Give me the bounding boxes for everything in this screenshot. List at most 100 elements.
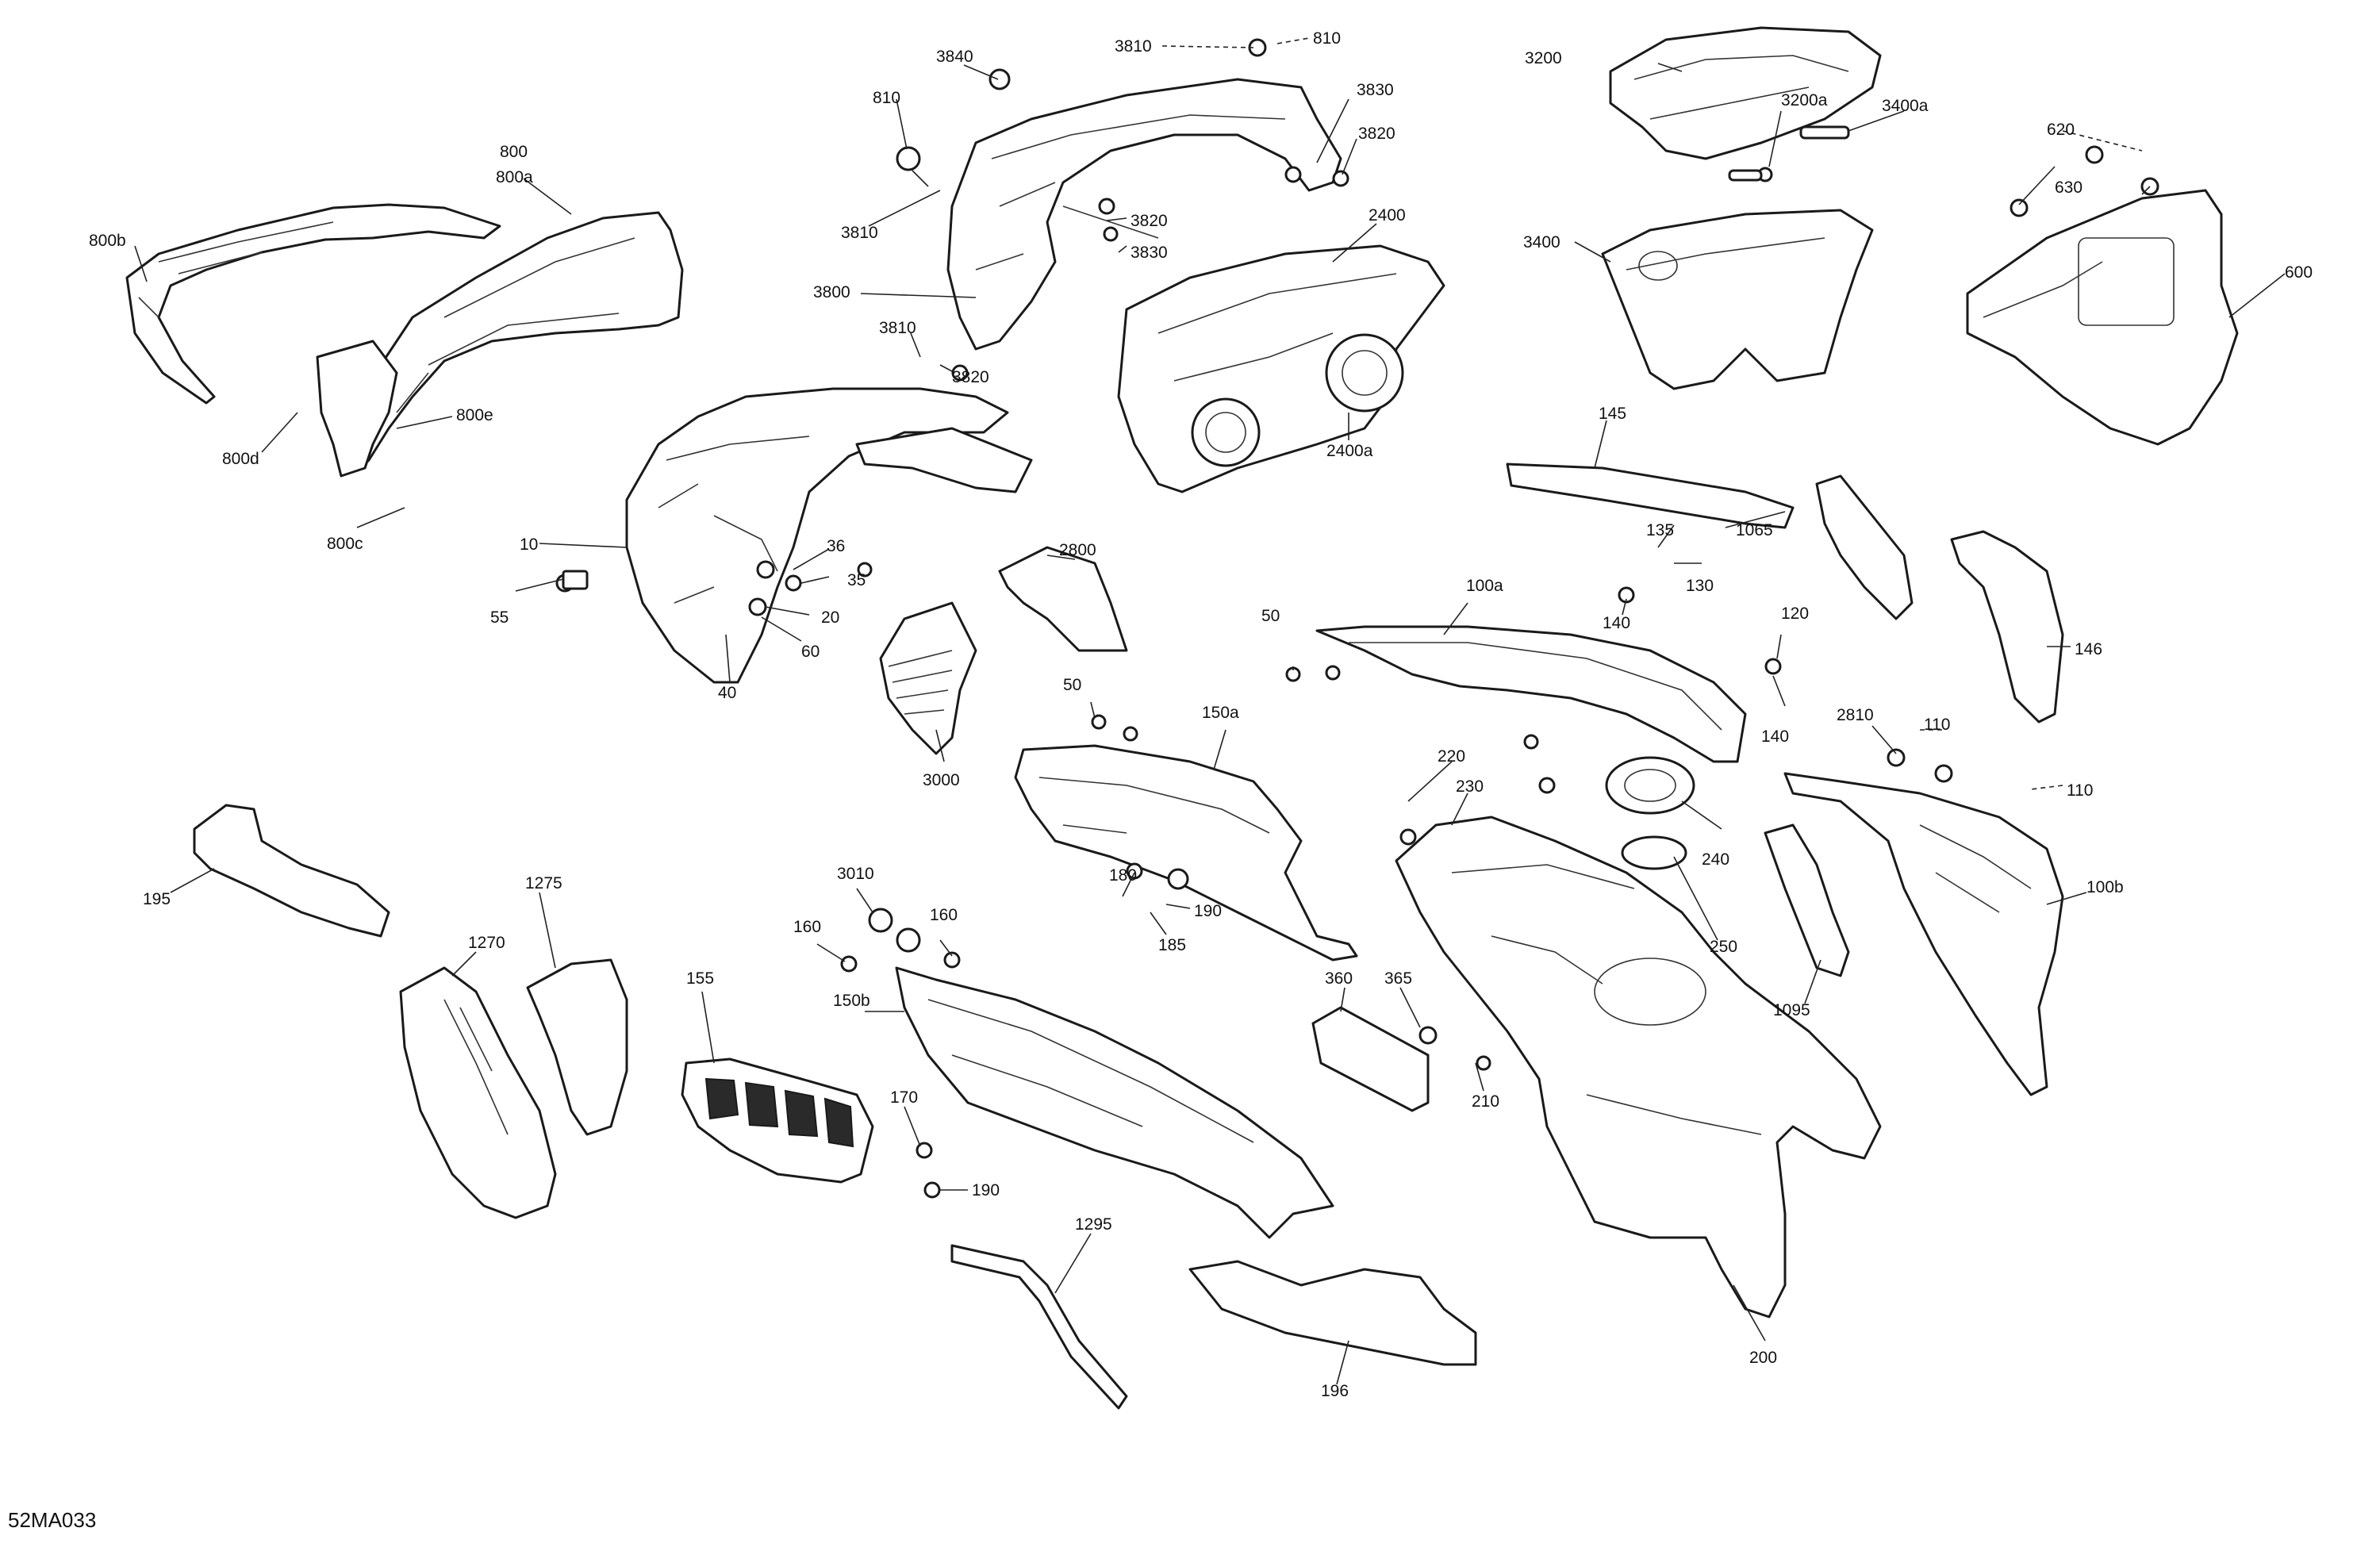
part-200-main-body	[1395, 816, 1882, 1318]
part-196-footrest-pad-lower	[1188, 1260, 1477, 1366]
callout-810-top: 810	[1313, 29, 1341, 48]
part-800-upper-nose-panel	[351, 211, 684, 470]
callout-labels: 800 800a 800b 800d 800e 800c 10 55 36 35…	[89, 29, 2313, 1400]
callout-185: 185	[1158, 936, 1186, 954]
callout-40: 40	[718, 684, 736, 702]
callout-170: 170	[890, 1088, 918, 1107]
callout-2800: 2800	[1059, 541, 1096, 559]
part-3000-grille-panel	[879, 601, 977, 755]
callout-110-top: 110	[1924, 716, 1950, 734]
part-3800-headlight-support	[946, 78, 1342, 351]
callout-210: 210	[1472, 1092, 1499, 1111]
part-2800-deflector-bracket	[998, 546, 1128, 652]
callout-800d: 800d	[222, 450, 259, 468]
callout-155: 155	[686, 969, 714, 988]
callout-55: 55	[490, 608, 509, 627]
callout-36: 36	[827, 537, 845, 555]
part-1065-side-deflector	[1815, 474, 1914, 620]
callout-190-lower: 190	[972, 1181, 1000, 1199]
callout-35: 35	[847, 571, 866, 589]
part-150a-upper-side-panel	[1014, 744, 1358, 961]
callout-3810-left: 3810	[841, 224, 878, 242]
part-800b-nose-trim	[125, 203, 501, 405]
part-195-footrest-pad	[193, 804, 390, 938]
callout-150b: 150b	[833, 992, 870, 1010]
callout-360: 360	[1325, 969, 1353, 988]
part-1270-side-cover	[399, 966, 557, 1219]
callout-110-right: 110	[2067, 781, 2093, 800]
callout-600: 600	[2285, 263, 2313, 282]
callout-3400a: 3400a	[1882, 97, 1929, 115]
callout-1095: 1095	[1773, 1001, 1810, 1019]
part-145-trim-strip	[1506, 463, 1795, 529]
callout-145: 145	[1599, 405, 1626, 423]
part-1095-trim-strip-right	[1764, 823, 1850, 977]
callout-1270: 1270	[468, 934, 505, 952]
part-800-lower-bracket	[316, 340, 398, 478]
callout-140-right: 140	[1761, 727, 1789, 746]
part-3200-storage-lid	[1609, 26, 1882, 160]
callout-800a: 800a	[496, 168, 533, 186]
callout-800: 800	[500, 143, 528, 161]
hardware-fasteners	[555, 38, 2159, 1199]
part-10-front-fascia	[625, 387, 1033, 684]
callout-120: 120	[1781, 605, 1809, 623]
callout-3400: 3400	[1523, 233, 1560, 251]
part-250-o-ring	[1621, 835, 1687, 870]
callout-3200: 3200	[1525, 49, 1562, 67]
part-146-knee-pad	[1950, 530, 2064, 724]
callout-50-mid: 50	[1063, 676, 1081, 694]
callout-3820-lower: 3820	[952, 368, 989, 386]
callout-3200a: 3200a	[1781, 91, 1828, 109]
callout-230: 230	[1456, 777, 1484, 796]
callout-190-upper: 190	[1194, 902, 1222, 920]
callout-3830-top: 3830	[1357, 81, 1394, 99]
part-1275-side-insert	[526, 958, 628, 1136]
callout-3830-mid: 3830	[1130, 244, 1168, 262]
part-240-fuel-cap-ring	[1605, 756, 1695, 815]
callout-800e: 800e	[456, 406, 493, 424]
callout-810-left: 810	[873, 89, 900, 107]
callout-240: 240	[1702, 850, 1729, 869]
callout-60: 60	[801, 643, 820, 661]
drawing-id: 52MA033	[8, 1508, 96, 1532]
callout-220: 220	[1438, 747, 1465, 766]
part-100a-left-side-rail	[1315, 625, 1747, 763]
callout-130: 130	[1686, 577, 1714, 595]
part-600-gauge-console	[1966, 189, 2239, 446]
callout-800b: 800b	[89, 232, 126, 250]
part-360-mount-bracket	[1311, 1006, 1430, 1112]
callout-160-left: 160	[793, 918, 821, 936]
callout-630: 630	[2055, 178, 2082, 197]
callout-10: 10	[520, 535, 538, 554]
part-1295-curved-molding	[950, 1244, 1128, 1410]
callout-2810: 2810	[1837, 706, 1874, 724]
callout-250: 250	[1710, 938, 1737, 956]
callout-800c: 800c	[327, 535, 363, 553]
callout-620: 620	[2047, 121, 2075, 139]
callout-365: 365	[1384, 969, 1412, 988]
part-100b-right-side-panel	[1783, 772, 2064, 1096]
callout-100a: 100a	[1466, 577, 1503, 595]
callout-20: 20	[821, 608, 839, 627]
callout-3810-top: 3810	[1115, 37, 1152, 56]
callout-135: 135	[1646, 521, 1674, 539]
callout-196: 196	[1321, 1382, 1349, 1400]
callout-3810-lower: 3810	[879, 319, 916, 337]
callout-2400: 2400	[1368, 206, 1406, 225]
callout-150a: 150a	[1202, 704, 1239, 722]
callout-100b: 100b	[2086, 878, 2124, 896]
callout-2400a: 2400a	[1326, 442, 1373, 460]
leader-lines	[134, 37, 2286, 1385]
callout-3010: 3010	[837, 865, 874, 883]
callout-180: 180	[1109, 866, 1137, 885]
callout-3820-top: 3820	[1358, 125, 1395, 143]
callout-200: 200	[1749, 1349, 1777, 1367]
callout-1275: 1275	[525, 874, 562, 892]
callout-1065: 1065	[1736, 521, 1773, 539]
part-3400-storage-bin	[1601, 209, 1874, 390]
callout-1295: 1295	[1075, 1215, 1112, 1234]
part-155-vent-grille	[681, 1057, 874, 1184]
part-2400-headlamp-assembly	[1117, 244, 1445, 493]
